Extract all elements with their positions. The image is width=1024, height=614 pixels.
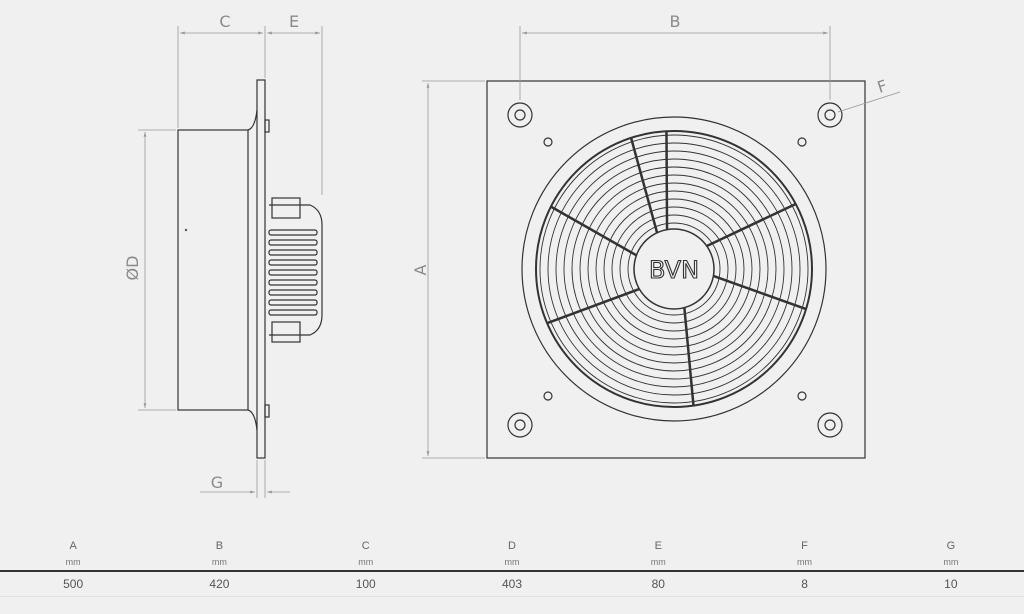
mounting-holes	[507, 102, 843, 438]
grille-ring	[563, 158, 785, 380]
fan-grille	[535, 130, 813, 408]
column-header-e: E	[654, 540, 662, 552]
mounting-hole	[507, 102, 533, 128]
column-header-a: A	[69, 540, 77, 552]
grille-ring	[627, 222, 721, 316]
grille-ring	[579, 174, 769, 364]
mounting-hole-inner	[514, 419, 526, 431]
fan-technical-drawing: BVN C E B F A ØD G	[123, 12, 901, 498]
value-b: 420	[146, 571, 293, 597]
motor-fin	[268, 289, 318, 296]
motor-fin	[268, 229, 318, 236]
screw	[543, 391, 553, 401]
column-header-b: B	[215, 540, 224, 552]
value-e: 80	[585, 571, 732, 597]
grille-ring	[603, 198, 745, 340]
mounting-hole	[507, 412, 533, 438]
dimensions-table: A B C D E F G mm mm mm mm mm mm mm 500 4…	[0, 538, 1024, 597]
motor-bracket-top	[271, 197, 301, 219]
screw	[543, 137, 553, 147]
motor-fin	[268, 249, 318, 256]
grille-spoke	[706, 202, 797, 248]
column-header-c: C	[361, 540, 370, 552]
unit-g: mm	[877, 554, 1024, 572]
column-header-d: D	[508, 540, 516, 552]
screw	[797, 391, 807, 401]
screw	[797, 137, 807, 147]
column-header-f: F	[801, 540, 808, 552]
value-d: 403	[438, 571, 586, 597]
grille-ring	[595, 190, 753, 348]
mounting-hole-inner	[514, 109, 526, 121]
mounting-hole-inner	[824, 109, 836, 121]
grille-ring	[587, 182, 761, 356]
motor-fin	[268, 279, 318, 286]
grille-ring	[555, 150, 793, 388]
dimension-label-a: A	[411, 264, 430, 275]
unit-d: mm	[438, 554, 586, 572]
dimension-label-f: F	[875, 76, 890, 97]
unit-b: mm	[146, 554, 293, 572]
dimension-label-b: B	[670, 12, 681, 31]
motor-fin	[268, 309, 318, 316]
dimension-lines	[138, 26, 901, 498]
dimension-label-d: ØD	[123, 256, 142, 281]
mounting-hole	[817, 102, 843, 128]
mounting-hole	[817, 412, 843, 438]
grille-rim	[535, 130, 813, 408]
grille-spoke	[712, 274, 807, 311]
grille-ring	[547, 142, 801, 396]
motor-bracket-bottom	[271, 321, 301, 343]
value-a: 500	[0, 571, 147, 597]
front-view	[486, 80, 866, 459]
motor-fin	[268, 239, 318, 246]
grille-spoke	[546, 287, 640, 325]
unit-a: mm	[0, 554, 147, 572]
unit-c: mm	[292, 554, 439, 572]
value-g: 10	[877, 571, 1024, 597]
unit-f: mm	[731, 554, 878, 572]
grille-spoke	[550, 205, 638, 257]
grille-ring	[571, 166, 777, 372]
grille-ring	[611, 206, 737, 332]
grille-spoke	[665, 131, 669, 230]
value-f: 8	[731, 571, 878, 597]
motor-fin	[268, 259, 318, 266]
motor-housing	[269, 204, 323, 336]
grille-spoke	[683, 307, 695, 406]
grille-ring	[619, 214, 729, 324]
motor	[268, 197, 323, 343]
dimension-label-e: E	[289, 12, 299, 31]
column-header-g: G	[946, 540, 956, 552]
side-view	[177, 79, 323, 459]
grille-spoke	[629, 137, 659, 234]
dimension-label-g: G	[211, 473, 223, 492]
grille-ring	[539, 134, 809, 404]
dimension-label-c: C	[219, 12, 230, 31]
fan-logo: BVN	[649, 256, 699, 284]
mounting-hole-inner	[824, 419, 836, 431]
value-c: 100	[292, 571, 439, 597]
motor-fin	[268, 299, 318, 306]
unit-e: mm	[585, 554, 732, 572]
motor-fin	[268, 269, 318, 276]
